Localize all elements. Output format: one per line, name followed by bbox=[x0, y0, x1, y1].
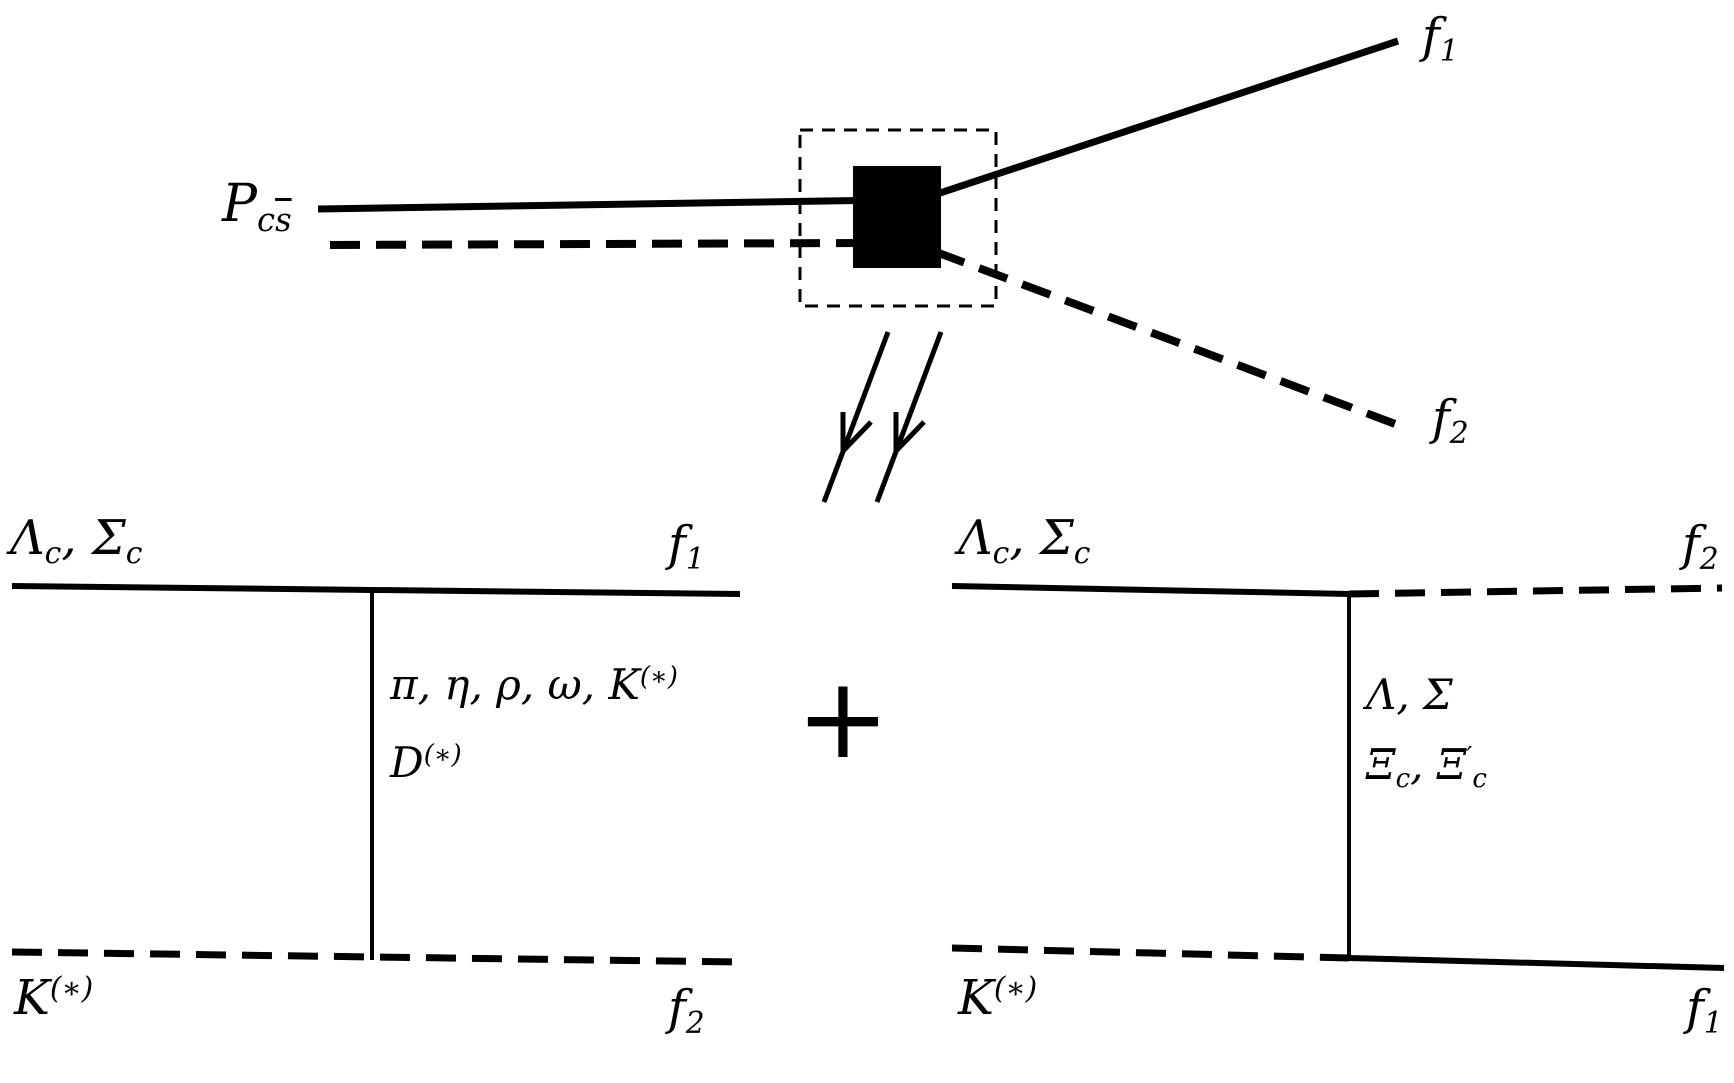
expand-arrow-1-barb-right bbox=[841, 420, 873, 453]
plus-sign: + bbox=[796, 654, 890, 784]
left-kaon-dashed-line bbox=[11, 948, 741, 966]
right-f1-label: f1 bbox=[1686, 980, 1723, 1041]
left-baryon-line bbox=[11, 583, 741, 597]
f1-label-top: f1 bbox=[1422, 8, 1459, 69]
right-baryon-line-in bbox=[951, 583, 1350, 597]
left-f2-label: f2 bbox=[668, 980, 705, 1041]
right-kaon-label: K(∗) bbox=[958, 970, 1038, 1026]
vertex-dashed-box bbox=[798, 128, 998, 308]
right-exchange-lambda-sigma-label: Λ, Σ bbox=[1366, 670, 1453, 719]
expand-arrow-line-2 bbox=[874, 331, 944, 503]
vertex-square bbox=[853, 166, 941, 268]
expand-arrow-2-barb-right bbox=[894, 420, 926, 453]
right-lambda-sigma-label: Λc, Σc bbox=[958, 510, 1091, 571]
right-f2-dashed-line-out bbox=[1348, 584, 1723, 598]
top-outgoing-solid-line-f1 bbox=[926, 37, 1400, 201]
top-outgoing-dashed-line-f2 bbox=[934, 248, 1408, 432]
left-exchange-d-meson-label: D(∗) bbox=[390, 738, 462, 787]
top-incoming-dashed-line bbox=[329, 239, 859, 249]
f2-label-top: f2 bbox=[1432, 390, 1469, 451]
right-kaon-dashed-line-in bbox=[951, 944, 1350, 962]
left-exchange-mesons-label: π, η, ρ, ω, K(∗) bbox=[390, 660, 678, 709]
top-incoming-solid-line bbox=[317, 196, 891, 213]
initial-state-label: Pcs bbox=[222, 174, 292, 239]
expand-double-arrow bbox=[821, 331, 944, 503]
left-kaon-label: K(∗) bbox=[14, 970, 94, 1026]
right-exchange-xi-label: Ξc, Ξ′c bbox=[1366, 740, 1487, 794]
left-lambda-sigma-label: Λc, Σc bbox=[10, 510, 143, 571]
left-f1-label: f1 bbox=[668, 516, 705, 577]
right-f1-solid-line-out bbox=[1348, 955, 1725, 971]
right-f2-label: f2 bbox=[1682, 516, 1719, 577]
expand-arrow-line-1 bbox=[821, 331, 891, 503]
